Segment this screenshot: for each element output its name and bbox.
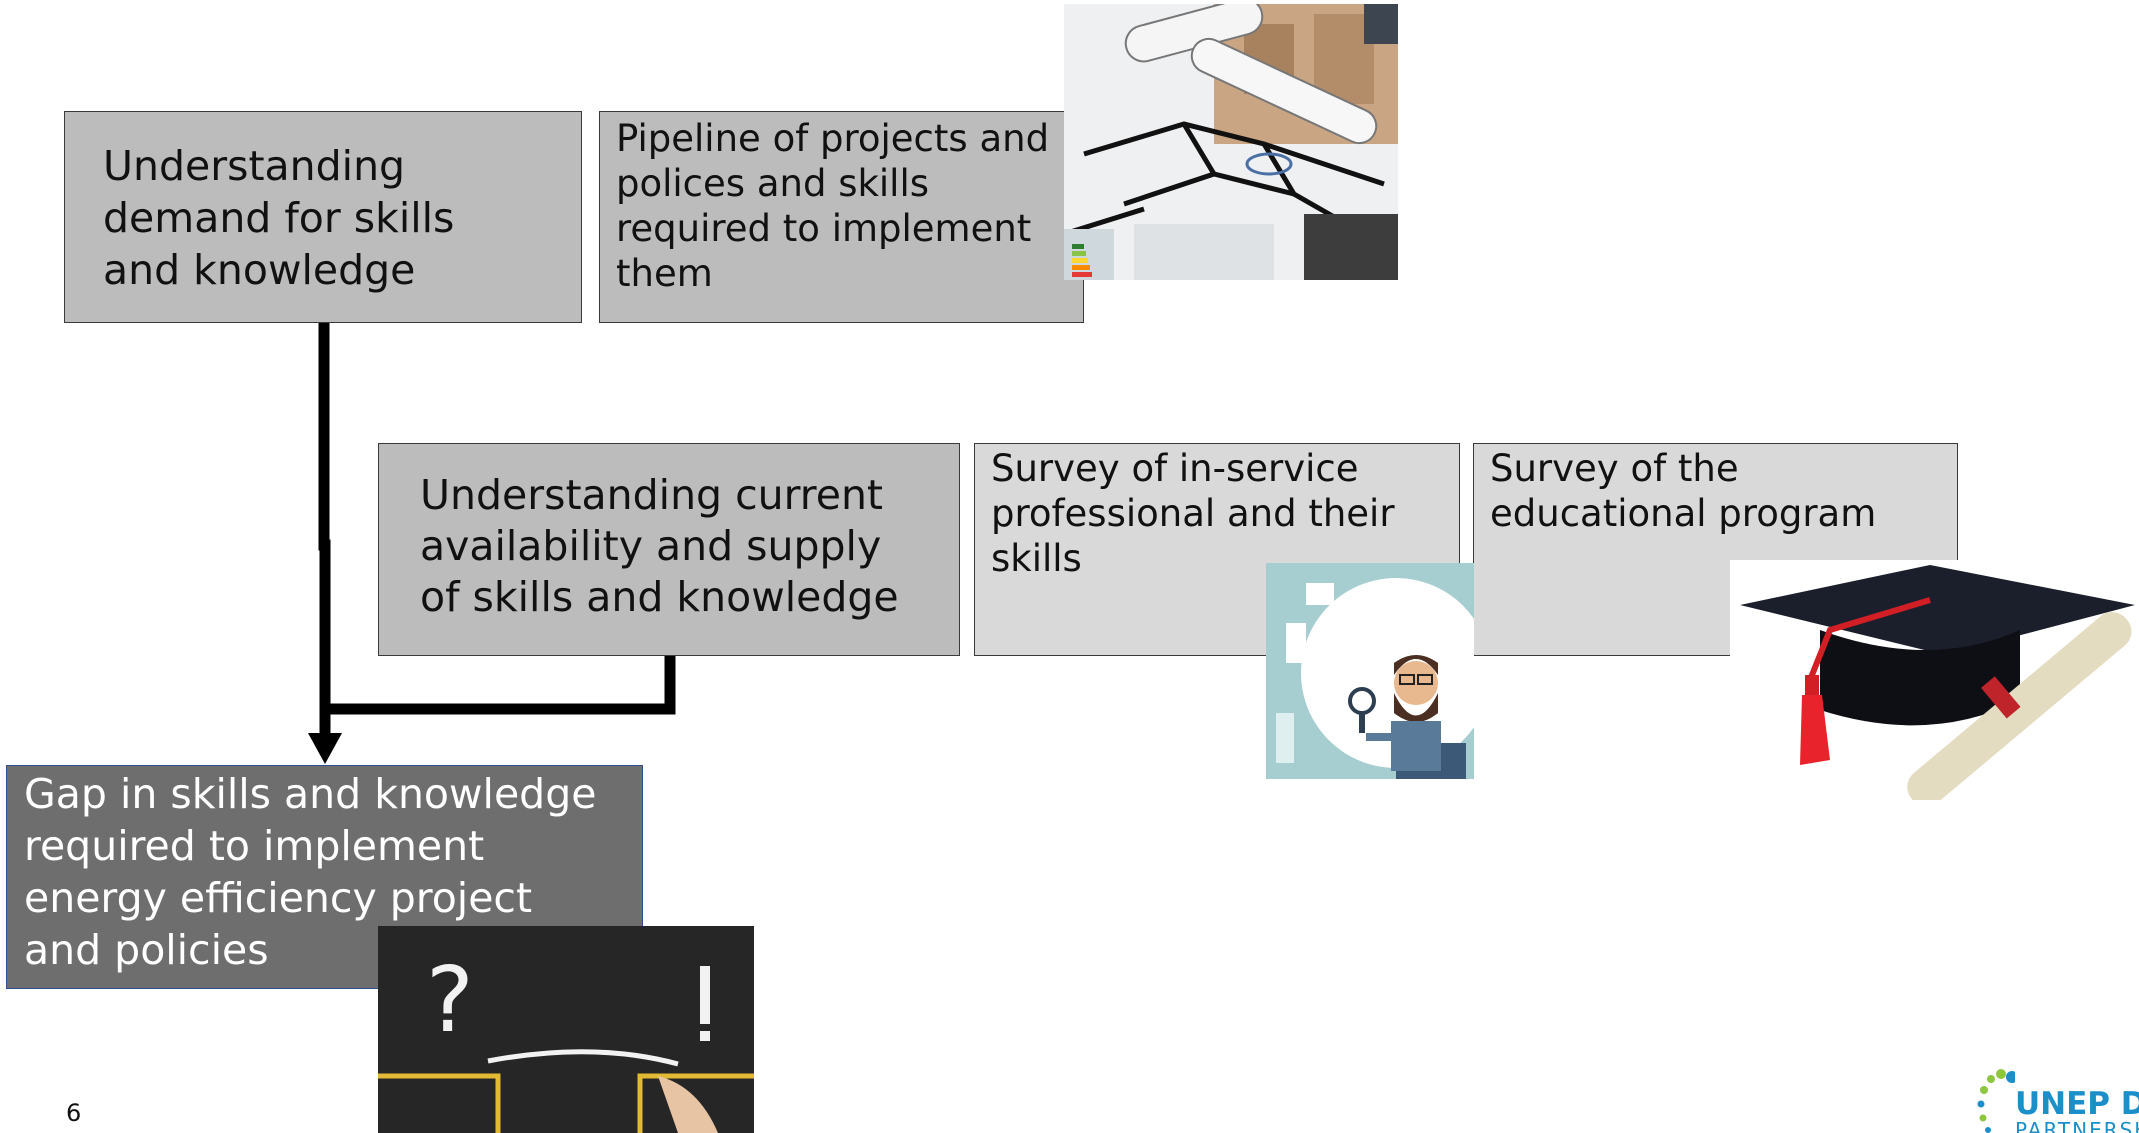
logo-dots-icon (1977, 1069, 2015, 1133)
inservice-survey-box: Survey of in-service professional and th… (974, 443, 1460, 656)
graduation-cap-image (1730, 560, 2139, 800)
demand-box: Understanding demand for skills and know… (64, 111, 582, 323)
supply-to-gap-line (325, 656, 676, 715)
education-survey-box: Survey of the educational program (1473, 443, 1958, 656)
svg-text:?: ? (426, 948, 474, 1053)
pipeline-box: Pipeline of projects and polices and ski… (599, 111, 1084, 323)
blueprint-image (1064, 4, 1398, 280)
page-number: 6 (66, 1099, 82, 1127)
unep-dtu-logo: UNEP DT PARTNERSH (1975, 1066, 2139, 1133)
logo-main-text: UNEP DT (2015, 1086, 2139, 1122)
logo-sub-text: PARTNERSH (2015, 1118, 2139, 1133)
chalkboard-image: ? (378, 926, 754, 1133)
surveyor-image (1266, 563, 1474, 779)
demand-to-gap-line (318, 323, 331, 740)
arrow-head (308, 733, 342, 764)
supply-box: Understanding current availability and s… (378, 443, 960, 656)
